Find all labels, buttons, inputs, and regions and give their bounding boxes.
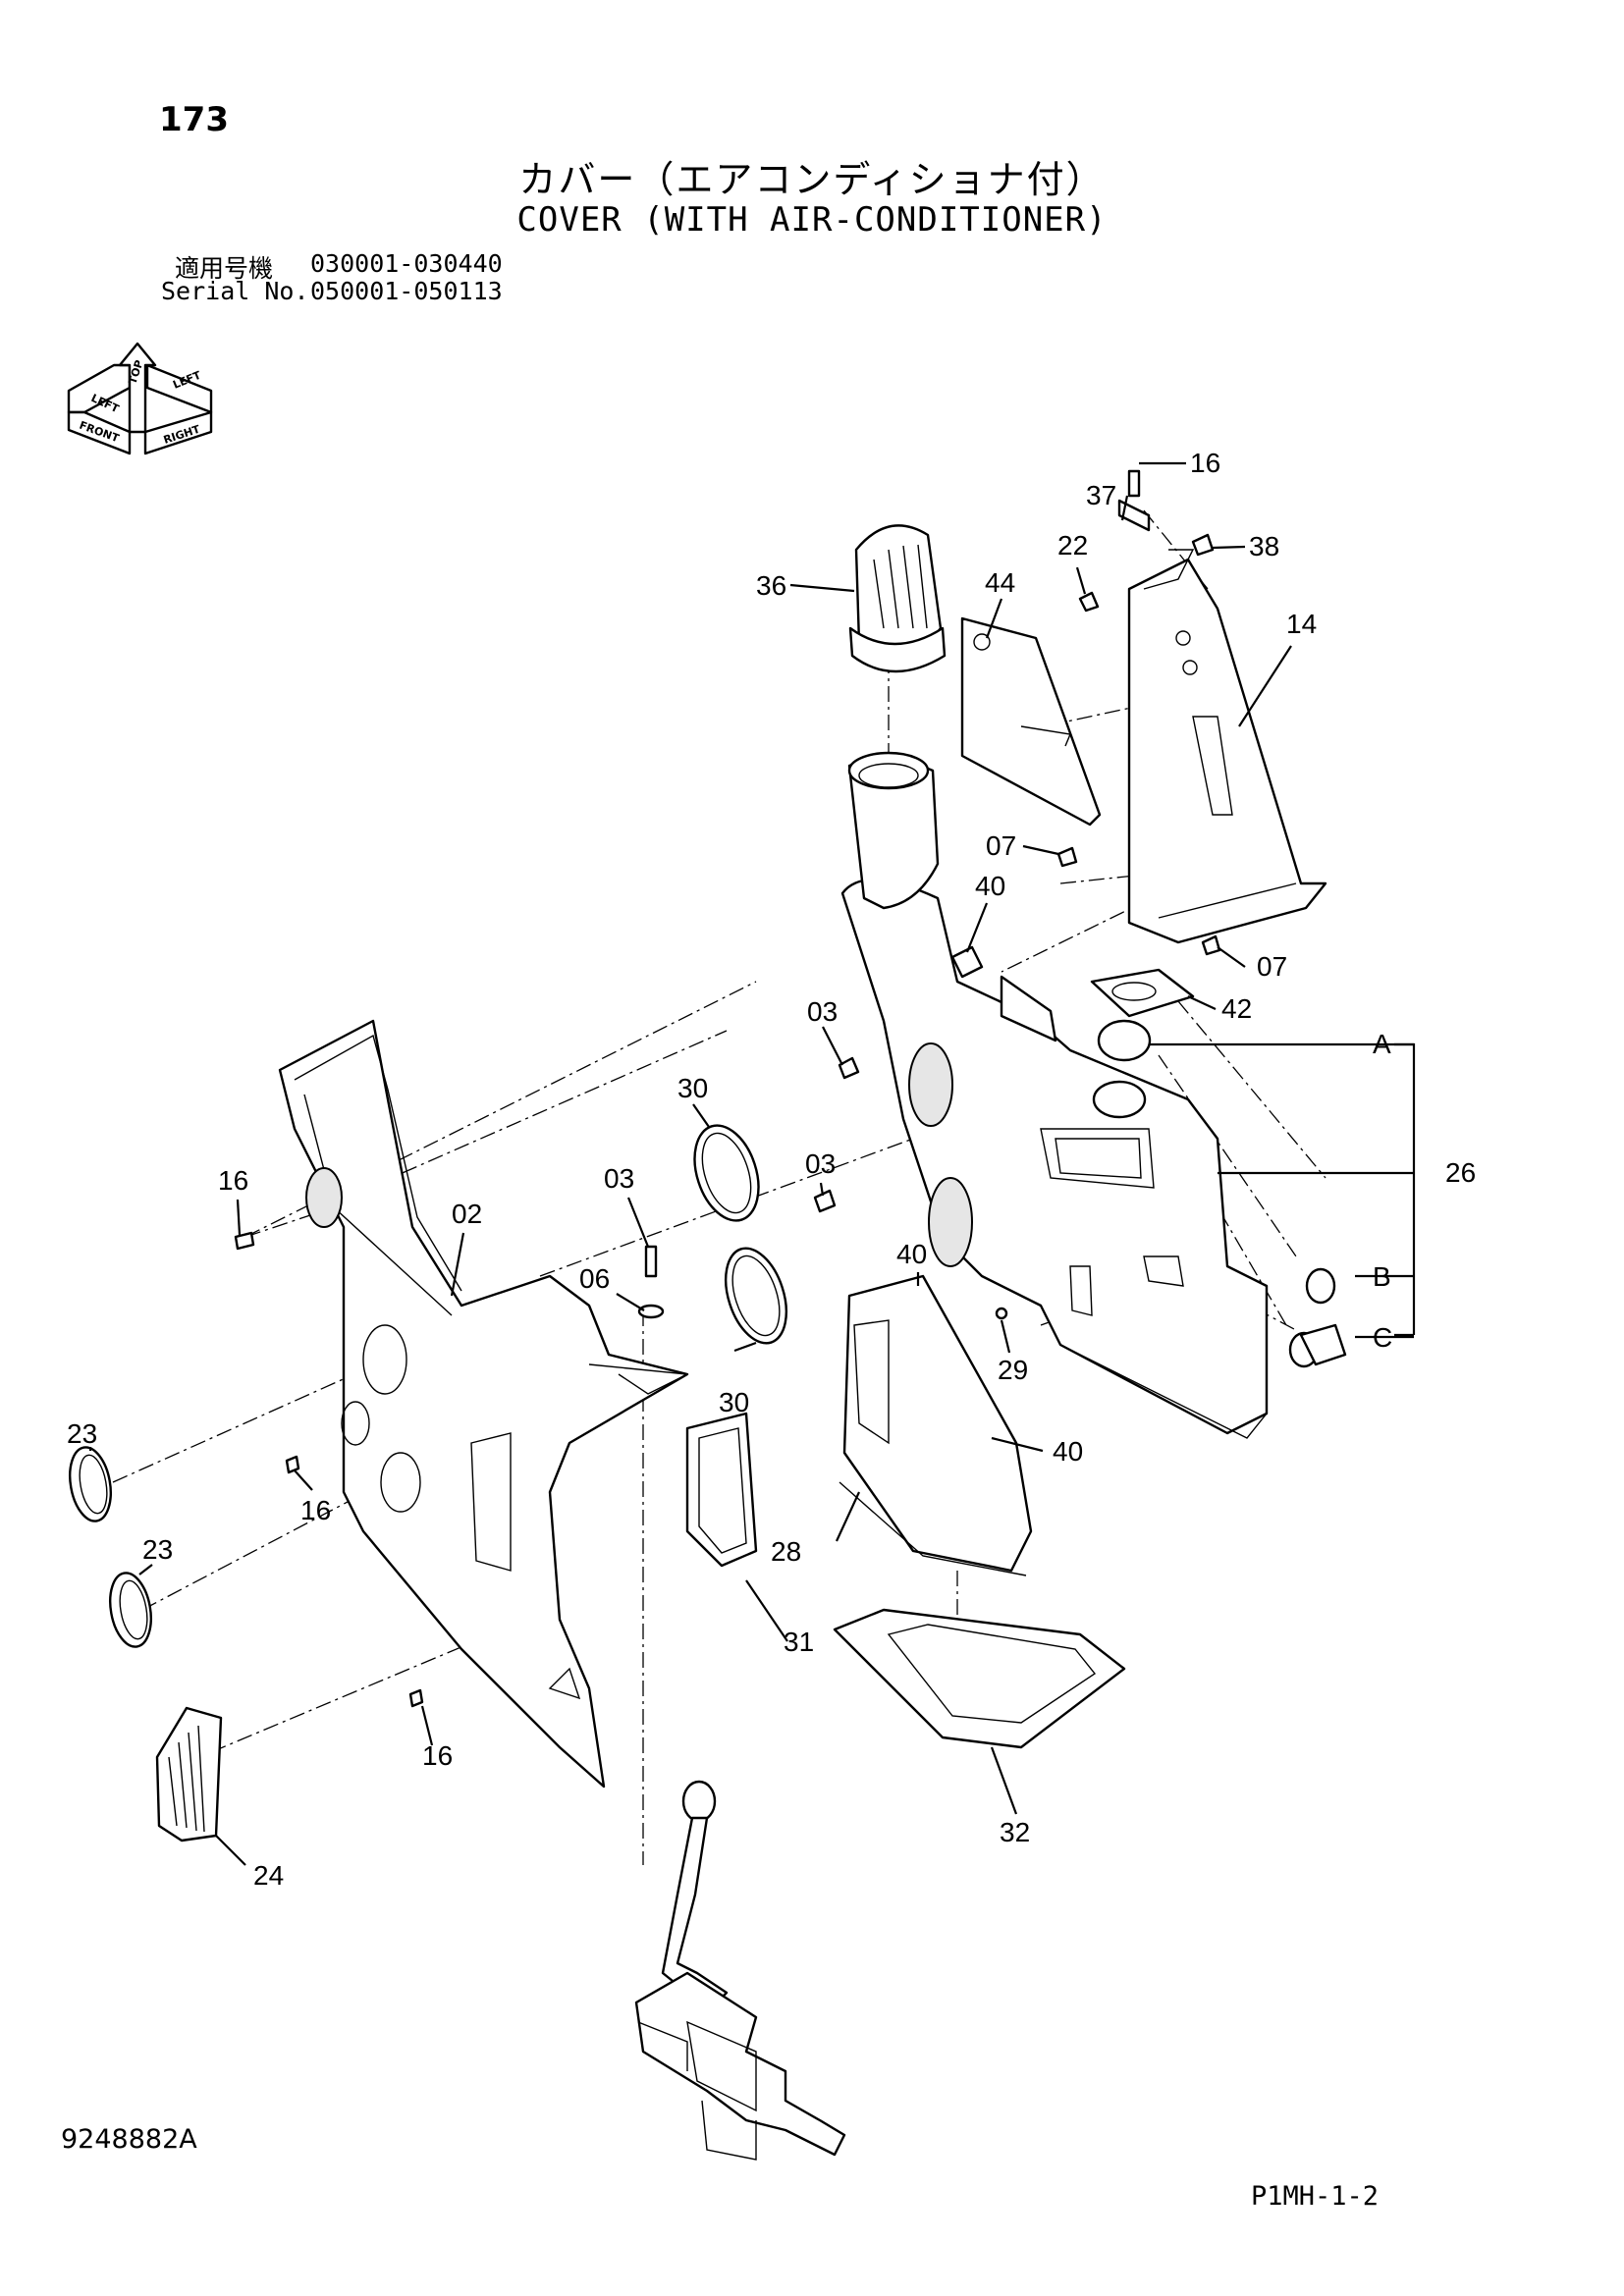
page-code: P1MH-1-2 — [1251, 2181, 1380, 2212]
serial-en-range: 050001-050113 — [310, 277, 503, 305]
leader-lines — [88, 461, 1416, 1866]
part-26-duct — [840, 751, 1269, 1439]
callout-38: 38 — [1249, 531, 1279, 561]
callout-03-middle: 03 — [604, 1163, 634, 1194]
callout-29: 29 — [998, 1355, 1028, 1385]
callout-42: 42 — [1221, 993, 1252, 1024]
callout-23-upper: 23 — [67, 1418, 97, 1449]
part-30-rings — [693, 1124, 787, 1345]
page-number: 173 — [159, 100, 229, 139]
part-42-plate — [1090, 968, 1195, 1018]
part-24-vent — [155, 1706, 223, 1842]
callout-b: B — [1373, 1261, 1391, 1292]
part-14-bracket — [1127, 549, 1327, 944]
callout-14: 14 — [1286, 609, 1317, 639]
callout-23-lower: 23 — [142, 1534, 173, 1565]
lever-assembly — [634, 1780, 846, 2161]
callout-a: A — [1373, 1029, 1391, 1059]
callout-40-upper: 40 — [975, 871, 1005, 901]
callout-16-top: 16 — [1190, 448, 1220, 478]
fasteners — [234, 1056, 1008, 1708]
callout-22: 22 — [1057, 530, 1088, 561]
callout-16-middle: 16 — [300, 1495, 331, 1525]
part-23-rings — [69, 1446, 152, 1648]
part-31-gasket — [685, 1412, 758, 1568]
title-english: COVER (WITH AIR-CONDITIONER) — [516, 200, 1108, 240]
callout-03-right: 03 — [805, 1148, 836, 1179]
callout-c: C — [1373, 1322, 1392, 1353]
callout-40-lower: 40 — [1053, 1436, 1083, 1467]
callout-37: 37 — [1086, 480, 1116, 510]
callout-44: 44 — [985, 567, 1015, 598]
callout-06: 06 — [579, 1263, 610, 1294]
callout-28: 28 — [771, 1536, 801, 1567]
serial-jp-label: 適用号機 — [175, 254, 274, 283]
part-02-cover — [278, 1019, 689, 1789]
part-b-c-fittings — [1288, 1267, 1347, 1368]
callout-labels: 16 37 38 22 36 44 14 07 40 07 42 03 A 30… — [67, 448, 1476, 1891]
part-36-nozzle — [848, 524, 947, 673]
callout-07-upper: 07 — [986, 830, 1016, 861]
part-44-panel — [960, 616, 1102, 827]
document-id: 9248882A — [61, 2124, 197, 2155]
serial-en-label: Serial No. — [161, 277, 309, 305]
serial-jp-range: 030001-030440 — [310, 249, 503, 278]
callout-24: 24 — [253, 1860, 284, 1891]
callout-30-lower: 30 — [719, 1387, 749, 1417]
orientation-icon: FRONT RIGHT TOP LEFT LEFT — [67, 342, 213, 455]
callout-36: 36 — [756, 570, 786, 601]
callout-30-upper: 30 — [677, 1073, 708, 1103]
hardware-top — [1056, 469, 1221, 956]
callout-32: 32 — [1000, 1817, 1030, 1847]
callout-26: 26 — [1445, 1157, 1476, 1188]
callout-16-left: 16 — [218, 1165, 248, 1196]
callout-02: 02 — [452, 1199, 482, 1229]
title-japanese: カバー（エアコンディショナ付） — [518, 158, 1106, 201]
part-28-lower-duct — [839, 1274, 1033, 1576]
callout-31: 31 — [784, 1627, 814, 1657]
callout-40-middle: 40 — [896, 1239, 927, 1269]
callout-16-bottom: 16 — [422, 1740, 453, 1771]
callout-07-lower: 07 — [1257, 951, 1287, 982]
part-32-tray — [833, 1608, 1126, 1749]
callout-03-upper: 03 — [807, 996, 838, 1027]
